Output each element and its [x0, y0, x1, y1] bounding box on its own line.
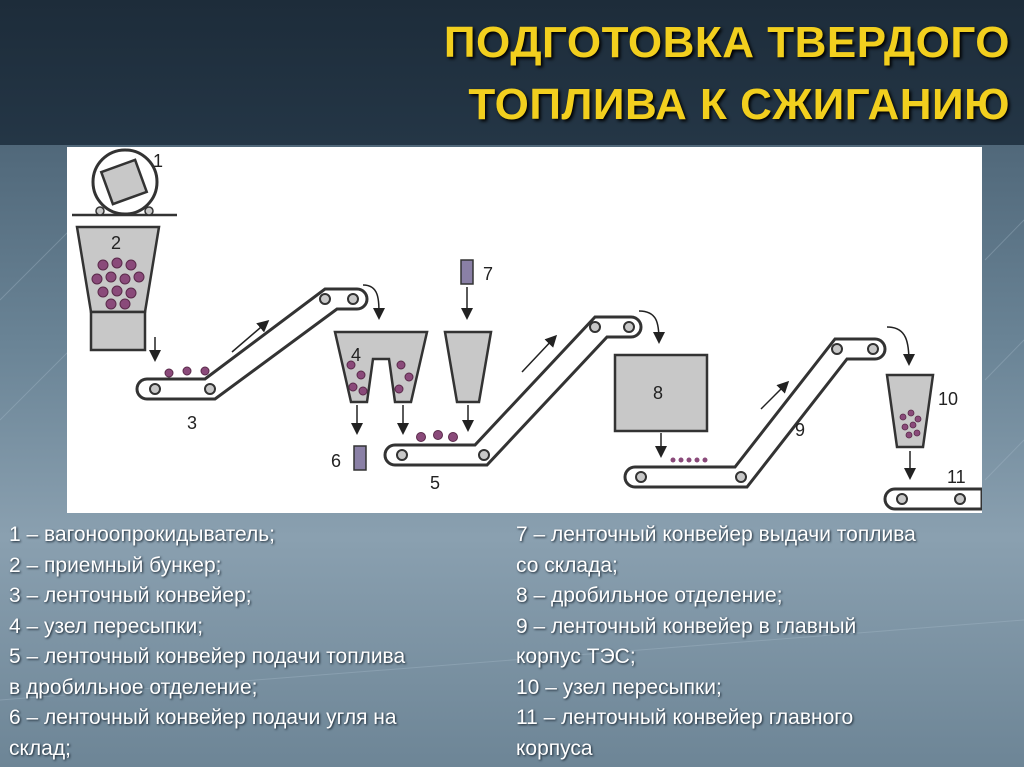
- label-3: 3: [187, 413, 197, 433]
- legend-item: 1 – вагоноопрокидыватель;: [9, 523, 275, 546]
- transfer-unit: [333, 330, 493, 404]
- legend-item: 3 – ленточный конвейер;: [9, 584, 252, 607]
- label-7: 7: [483, 264, 493, 284]
- legend-item: 6 – ленточный конвейер подачи угля на: [9, 706, 397, 729]
- crushing-department: [613, 353, 709, 433]
- title-bar: ПОДГОТОВКА ТВЕРДОГО ТОПЛИВА К СЖИГАНИЮ: [0, 0, 1024, 145]
- label-9: 9: [795, 420, 805, 440]
- storage-output-7: [460, 259, 474, 320]
- label-8: 8: [653, 383, 663, 403]
- title-line-1: ПОДГОТОВКА ТВЕРДОГО: [443, 18, 1010, 67]
- label-11: 11: [947, 467, 966, 487]
- legend-item: 2 – приемный бункер;: [9, 553, 222, 577]
- legend-item: 11 – ленточный конвейер главного: [516, 706, 854, 729]
- slide-title: ПОДГОТОВКА ТВЕРДОГО ТОПЛИВА К СЖИГАНИЮ: [310, 12, 1010, 136]
- label-5: 5: [430, 473, 440, 493]
- diagram-svg: 1 2 3 4 5 6 7 8 9 10 11: [72, 148, 982, 511]
- legend-item: 9 – ленточный конвейер в главный: [516, 614, 857, 638]
- label-1: 1: [153, 151, 163, 171]
- legend-item: корпус ТЭС;: [516, 645, 636, 668]
- label-6: 6: [331, 451, 341, 471]
- legend-right: 7 – ленточный конвейер выдачи топлива со…: [516, 520, 1016, 764]
- label-10: 10: [938, 389, 958, 409]
- receiving-hopper: [75, 225, 161, 352]
- legend-item: склад;: [9, 736, 71, 760]
- legend-left: 1 – вагоноопрокидыватель; 2 – приемный б…: [9, 520, 509, 764]
- legend-item: корпуса: [516, 736, 593, 760]
- belt-conveyor-3: [135, 287, 369, 401]
- legend-item: со склада;: [516, 553, 618, 577]
- belt-conveyor-9: [623, 337, 887, 489]
- legend-item: в дробильное отделение;: [9, 675, 258, 699]
- legend-item: 8 – дробильное отделение;: [516, 584, 783, 607]
- storage-conveyor-6: [353, 445, 367, 471]
- label-2: 2: [111, 233, 121, 253]
- process-diagram: 1 2 3 4 5 6 7 8 9 10 11: [67, 147, 982, 513]
- belt-conveyor-11: [883, 487, 982, 511]
- title-line-2: ТОПЛИВА К СЖИГАНИЮ: [468, 80, 1010, 129]
- legend-item: 5 – ленточный конвейер подачи топлива: [9, 645, 406, 668]
- legend-item: 4 – узел пересыпки;: [9, 614, 204, 638]
- legend-item: 10 – узел пересыпки;: [516, 675, 722, 699]
- wagon-tipper: [72, 148, 177, 217]
- transfer-unit-10: [885, 373, 935, 449]
- belt-conveyor-5: [383, 315, 643, 467]
- legend-item: 7 – ленточный конвейер выдачи топлива: [516, 523, 916, 546]
- label-4: 4: [351, 345, 361, 365]
